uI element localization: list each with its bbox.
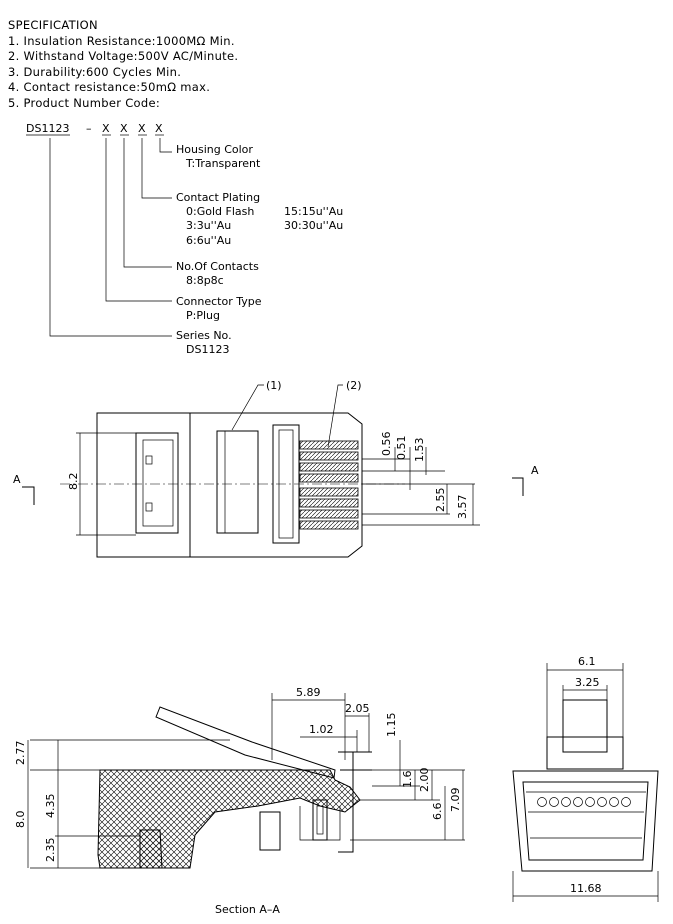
top-view: (1) (2) 8.2 0.56 0.51 1.53 2.55 3.57 A A: [13, 379, 539, 558]
dim-61: 6.1: [578, 655, 596, 668]
dim-16: 1.6: [401, 771, 414, 789]
spec-item-1: 1. Insulation Resistance:1000MΩ Min.: [8, 33, 235, 48]
dim-056: 0.56: [380, 432, 393, 457]
dim-255: 2.55: [434, 488, 447, 513]
dim-205: 2.05: [345, 702, 370, 715]
dim-102: 1.02: [309, 723, 334, 736]
section-caption: Section A–A: [215, 903, 280, 916]
dim-709: 7.09: [449, 788, 462, 813]
code-x-3: X: [138, 122, 146, 135]
front-view: 6.1 3.25 11.68: [512, 655, 659, 902]
tree-plating-opt-4: 15:15u''Au: [284, 205, 343, 218]
tree-series-title: Series No.: [176, 329, 232, 342]
tree-plating-opt-3: 6:6u''Au: [186, 234, 231, 247]
tree-type-opt: P:Plug: [186, 309, 220, 322]
dim-357: 3.57: [456, 495, 469, 520]
dim-height: 8.2: [67, 473, 80, 491]
spec-item-3: 3. Durability:600 Cycles Min.: [8, 64, 182, 79]
tree-plating-opt-5: 30:30u''Au: [284, 219, 343, 232]
tree-series-opt: DS1123: [186, 343, 229, 356]
section-marker-left: A: [13, 473, 21, 486]
tree-housing-title: Housing Color: [176, 143, 253, 156]
dim-325: 3.25: [575, 676, 600, 689]
spec-title: SPECIFICATION: [8, 18, 98, 32]
callout-2: (2): [346, 379, 362, 392]
specification-block: SPECIFICATION 1. Insulation Resistance:1…: [8, 18, 238, 111]
code-x-2: X: [120, 122, 128, 135]
code-x-4: X: [155, 122, 163, 135]
tree-plating-opt-2: 3:3u''Au: [186, 219, 231, 232]
top-view-contacts: [299, 440, 359, 530]
tree-plating-title: Contact Plating: [176, 191, 260, 204]
dim-435: 4.35: [44, 794, 57, 819]
spec-item-2: 2. Withstand Voltage:500V AC/Minute.: [8, 49, 239, 63]
front-view-contacts: [537, 797, 631, 807]
section-view: 5.89 2.05 1.02 2.77 8.0 4.35 2.35 1.15 1…: [14, 686, 465, 916]
dim-235: 2.35: [44, 838, 57, 863]
tree-housing-opt: T:Transparent: [185, 157, 261, 170]
code-series: DS1123: [26, 122, 69, 135]
code-x-1: X: [102, 122, 110, 135]
dim-200: 2.00: [418, 768, 431, 793]
dim-115: 1.15: [385, 713, 398, 738]
spec-item-5: 5. Product Number Code:: [8, 95, 161, 110]
dim-1168: 11.68: [570, 882, 602, 895]
tree-type-title: Connector Type: [176, 295, 262, 308]
spec-item-4: 4. Contact resistance:50mΩ max.: [8, 80, 211, 94]
tree-contacts-title: No.Of Contacts: [176, 260, 259, 273]
tree-contacts-opt: 8:8p8c: [186, 274, 224, 287]
code-dash: –: [86, 122, 92, 135]
dim-277: 2.77: [14, 741, 27, 766]
section-marker-right: A: [531, 464, 539, 477]
tree-plating-opt-1: 0:Gold Flash: [186, 205, 254, 218]
dim-153: 1.53: [413, 438, 426, 463]
dim-66: 6.6: [431, 803, 444, 821]
dim-589: 5.89: [296, 686, 321, 699]
dim-051: 0.51: [395, 436, 408, 461]
product-code-tree: DS1123 – X X X X Housing Color T:Transpa…: [26, 122, 343, 356]
callout-1: (1): [266, 379, 282, 392]
dim-80: 8.0: [14, 811, 27, 829]
